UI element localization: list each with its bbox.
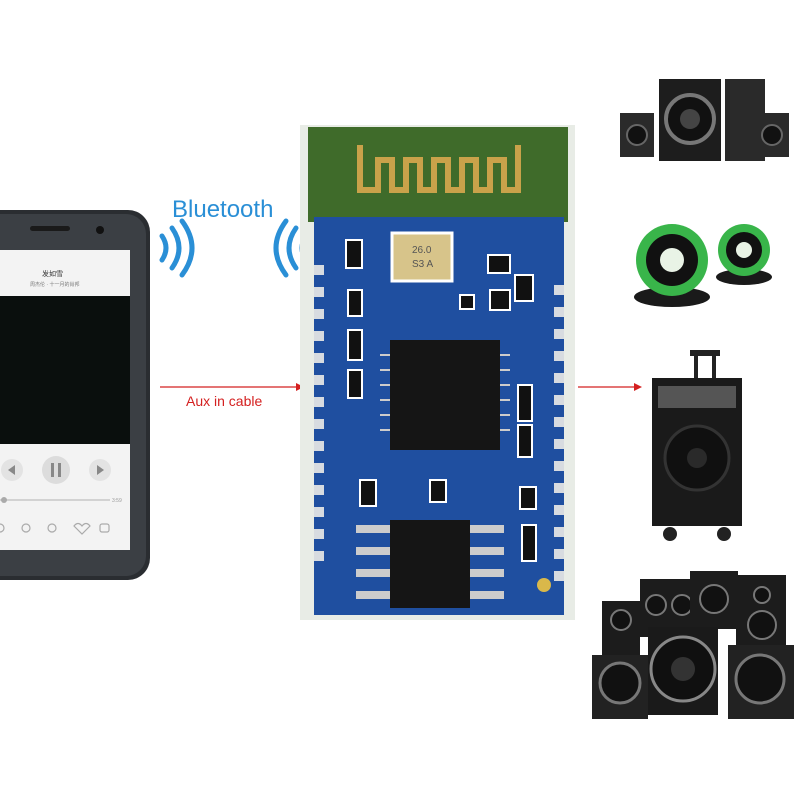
main-chip — [390, 340, 500, 450]
time-end: 3:59 — [112, 498, 122, 504]
arrow-to-module-icon — [160, 383, 304, 391]
album-art — [0, 296, 130, 444]
trolley-speaker-icon — [652, 350, 742, 541]
svg-text:26.0: 26.0 — [412, 245, 432, 256]
antenna-trace — [357, 145, 521, 193]
amp-pins — [356, 525, 504, 599]
progress-knob — [1, 497, 7, 503]
bottom-icons — [0, 522, 110, 535]
antenna-area — [308, 127, 568, 222]
previous-icon — [8, 465, 15, 475]
speaker-set-black-icon — [620, 79, 789, 161]
passive-components — [345, 239, 537, 562]
arrow-to-speakers-icon — [578, 383, 642, 391]
bluetooth-label: Bluetooth — [172, 196, 274, 223]
song-subtitle: 周杰伦 · 十一月的肖邦 — [30, 281, 79, 288]
smartphone-image: 发如雪 周杰伦 · 十一月的肖邦 3:59 — [0, 210, 150, 580]
bluetooth-module-board: 26.0 S3 A — [300, 125, 575, 620]
amplifier-chip — [390, 520, 470, 608]
song-title: 发如雪 — [42, 269, 63, 278]
mount-pad — [537, 578, 551, 592]
speaker-green-icon — [634, 224, 772, 307]
edge-pads — [314, 265, 564, 581]
home-theater-speakers-icon — [592, 571, 794, 719]
aux-cable-label: Aux in cable — [186, 393, 263, 409]
chip-pins — [380, 354, 510, 431]
svg-text:S3 A: S3 A — [412, 259, 433, 270]
crystal — [390, 231, 454, 283]
next-icon — [97, 465, 104, 475]
bluetooth-wave-left-icon — [159, 218, 195, 278]
pause-icon — [51, 463, 54, 477]
